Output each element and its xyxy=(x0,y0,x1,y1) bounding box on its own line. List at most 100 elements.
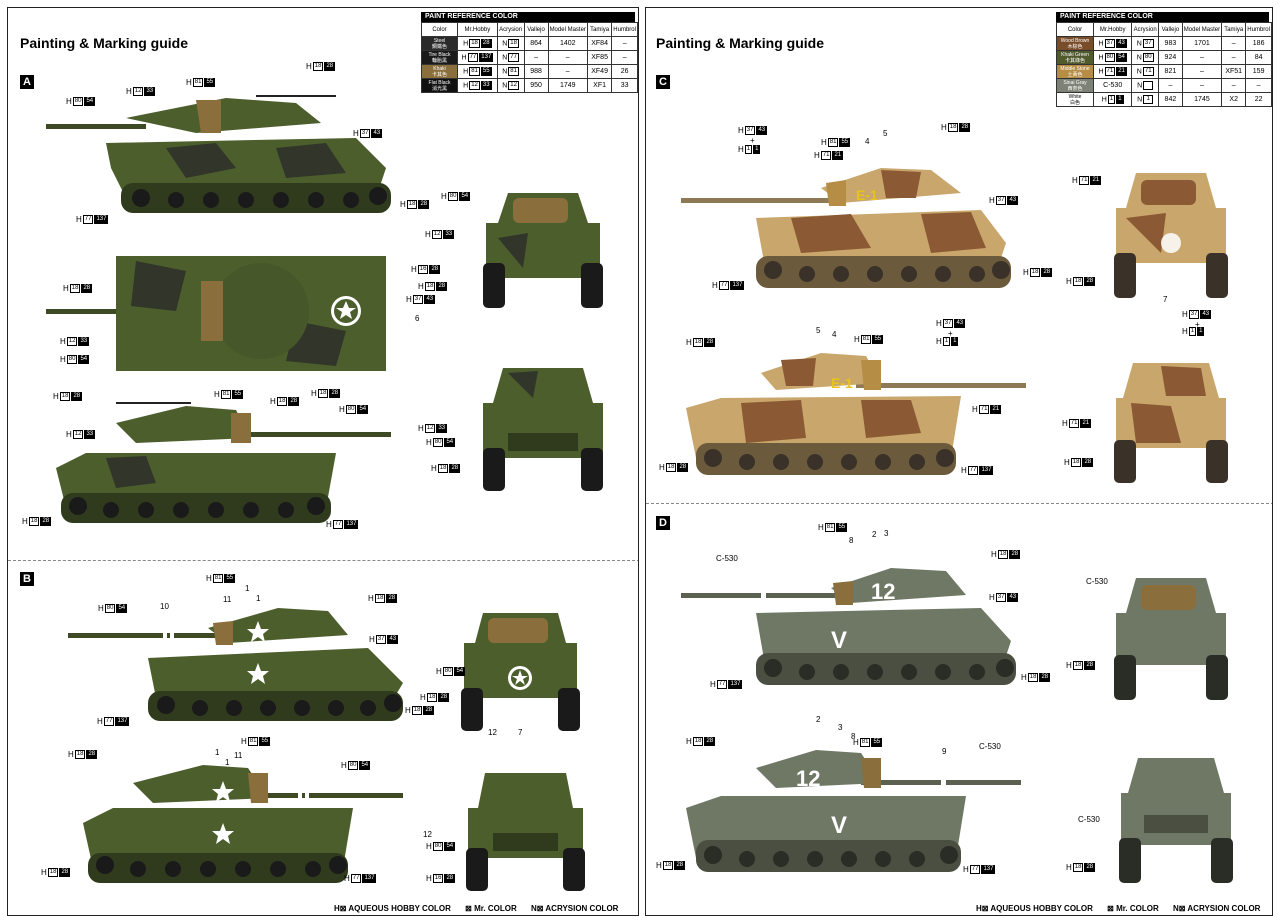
col-humbrol: Humbrol xyxy=(1245,22,1272,37)
tank-c-front xyxy=(1114,173,1228,298)
marking-v: V xyxy=(831,627,847,654)
part-number: 1 xyxy=(256,594,261,603)
paint-color-name: Khaki xyxy=(433,65,446,72)
paint-vallejo: – xyxy=(523,50,549,65)
left-page: Painting & Marking guide PAINT REFERENCE… xyxy=(7,7,639,916)
paint-color-cn: 白色 xyxy=(1070,99,1081,106)
tank-b-side-right xyxy=(83,765,403,883)
paint-table-title-left: PAINT REFERENCE COLOR xyxy=(421,12,635,22)
part-number: 3 xyxy=(838,723,843,732)
paint-vallejo: 950 xyxy=(523,78,549,93)
tank-a-side-right xyxy=(56,402,391,523)
paint-color-cn: 西奈色 xyxy=(1067,85,1083,92)
part-number: 8 xyxy=(849,536,854,545)
paint-tamiya: XF51 xyxy=(1221,64,1247,79)
paint-humbrol: 84 xyxy=(1245,50,1272,65)
col-tamiya: Tamiya xyxy=(586,22,613,37)
paint-humbrol: – xyxy=(611,36,638,51)
section-divider-ab xyxy=(8,560,638,561)
part-number: 1 xyxy=(215,748,220,757)
part-number: 4 xyxy=(865,137,870,146)
paint-humbrol: 22 xyxy=(1245,92,1272,107)
marking-e1: E-1 xyxy=(856,187,878,203)
part-number: 2 xyxy=(872,530,877,539)
col-vallejo: Vallejo xyxy=(523,22,549,37)
col-color: Color xyxy=(1055,22,1095,37)
col-tamiya: Tamiya xyxy=(1221,22,1247,37)
paint-humbrol: – xyxy=(611,50,638,65)
turret xyxy=(126,98,321,133)
paint-color-name: Middle Stone xyxy=(1060,65,1090,72)
marking-12-right: 12 xyxy=(796,766,820,791)
tank-d-rear xyxy=(1119,758,1233,883)
paint-vallejo: 842 xyxy=(1158,92,1183,107)
paint-humbrol: 33 xyxy=(611,78,638,93)
legend-acrysion: N⊠ ACRYSION COLOR xyxy=(531,904,619,913)
paint-color-cn: 鋼鐵色 xyxy=(432,43,448,50)
col-modelmaster: Model Master xyxy=(1181,22,1223,37)
paint-mm: – xyxy=(1181,64,1223,79)
track xyxy=(121,183,391,213)
turret-top xyxy=(213,263,309,359)
acrysion-code: N xyxy=(1131,78,1160,93)
paint-mm: 1402 xyxy=(547,36,588,51)
legend-aqueous: H⊠ AQUEOUS HOBBY COLOR xyxy=(976,904,1093,913)
paint-table-right: Color Mr.Hobby Acrysion Vallejo Model Ma… xyxy=(1055,22,1272,107)
tank-b-rear xyxy=(466,773,585,891)
part-number: 8 xyxy=(851,732,856,741)
col-humbrol: Humbrol xyxy=(611,22,638,37)
part-number: C-530 xyxy=(1078,815,1100,824)
col-acrysion: Acrysion xyxy=(1131,22,1160,37)
part-number: C-530 xyxy=(1086,577,1108,586)
part-number: C-530 xyxy=(716,554,738,563)
paint-color-name: Khaki Green xyxy=(1061,51,1089,58)
part-number: 5 xyxy=(816,326,821,335)
part-number: C-530 xyxy=(979,742,1001,751)
part-number: 5 xyxy=(883,129,888,138)
